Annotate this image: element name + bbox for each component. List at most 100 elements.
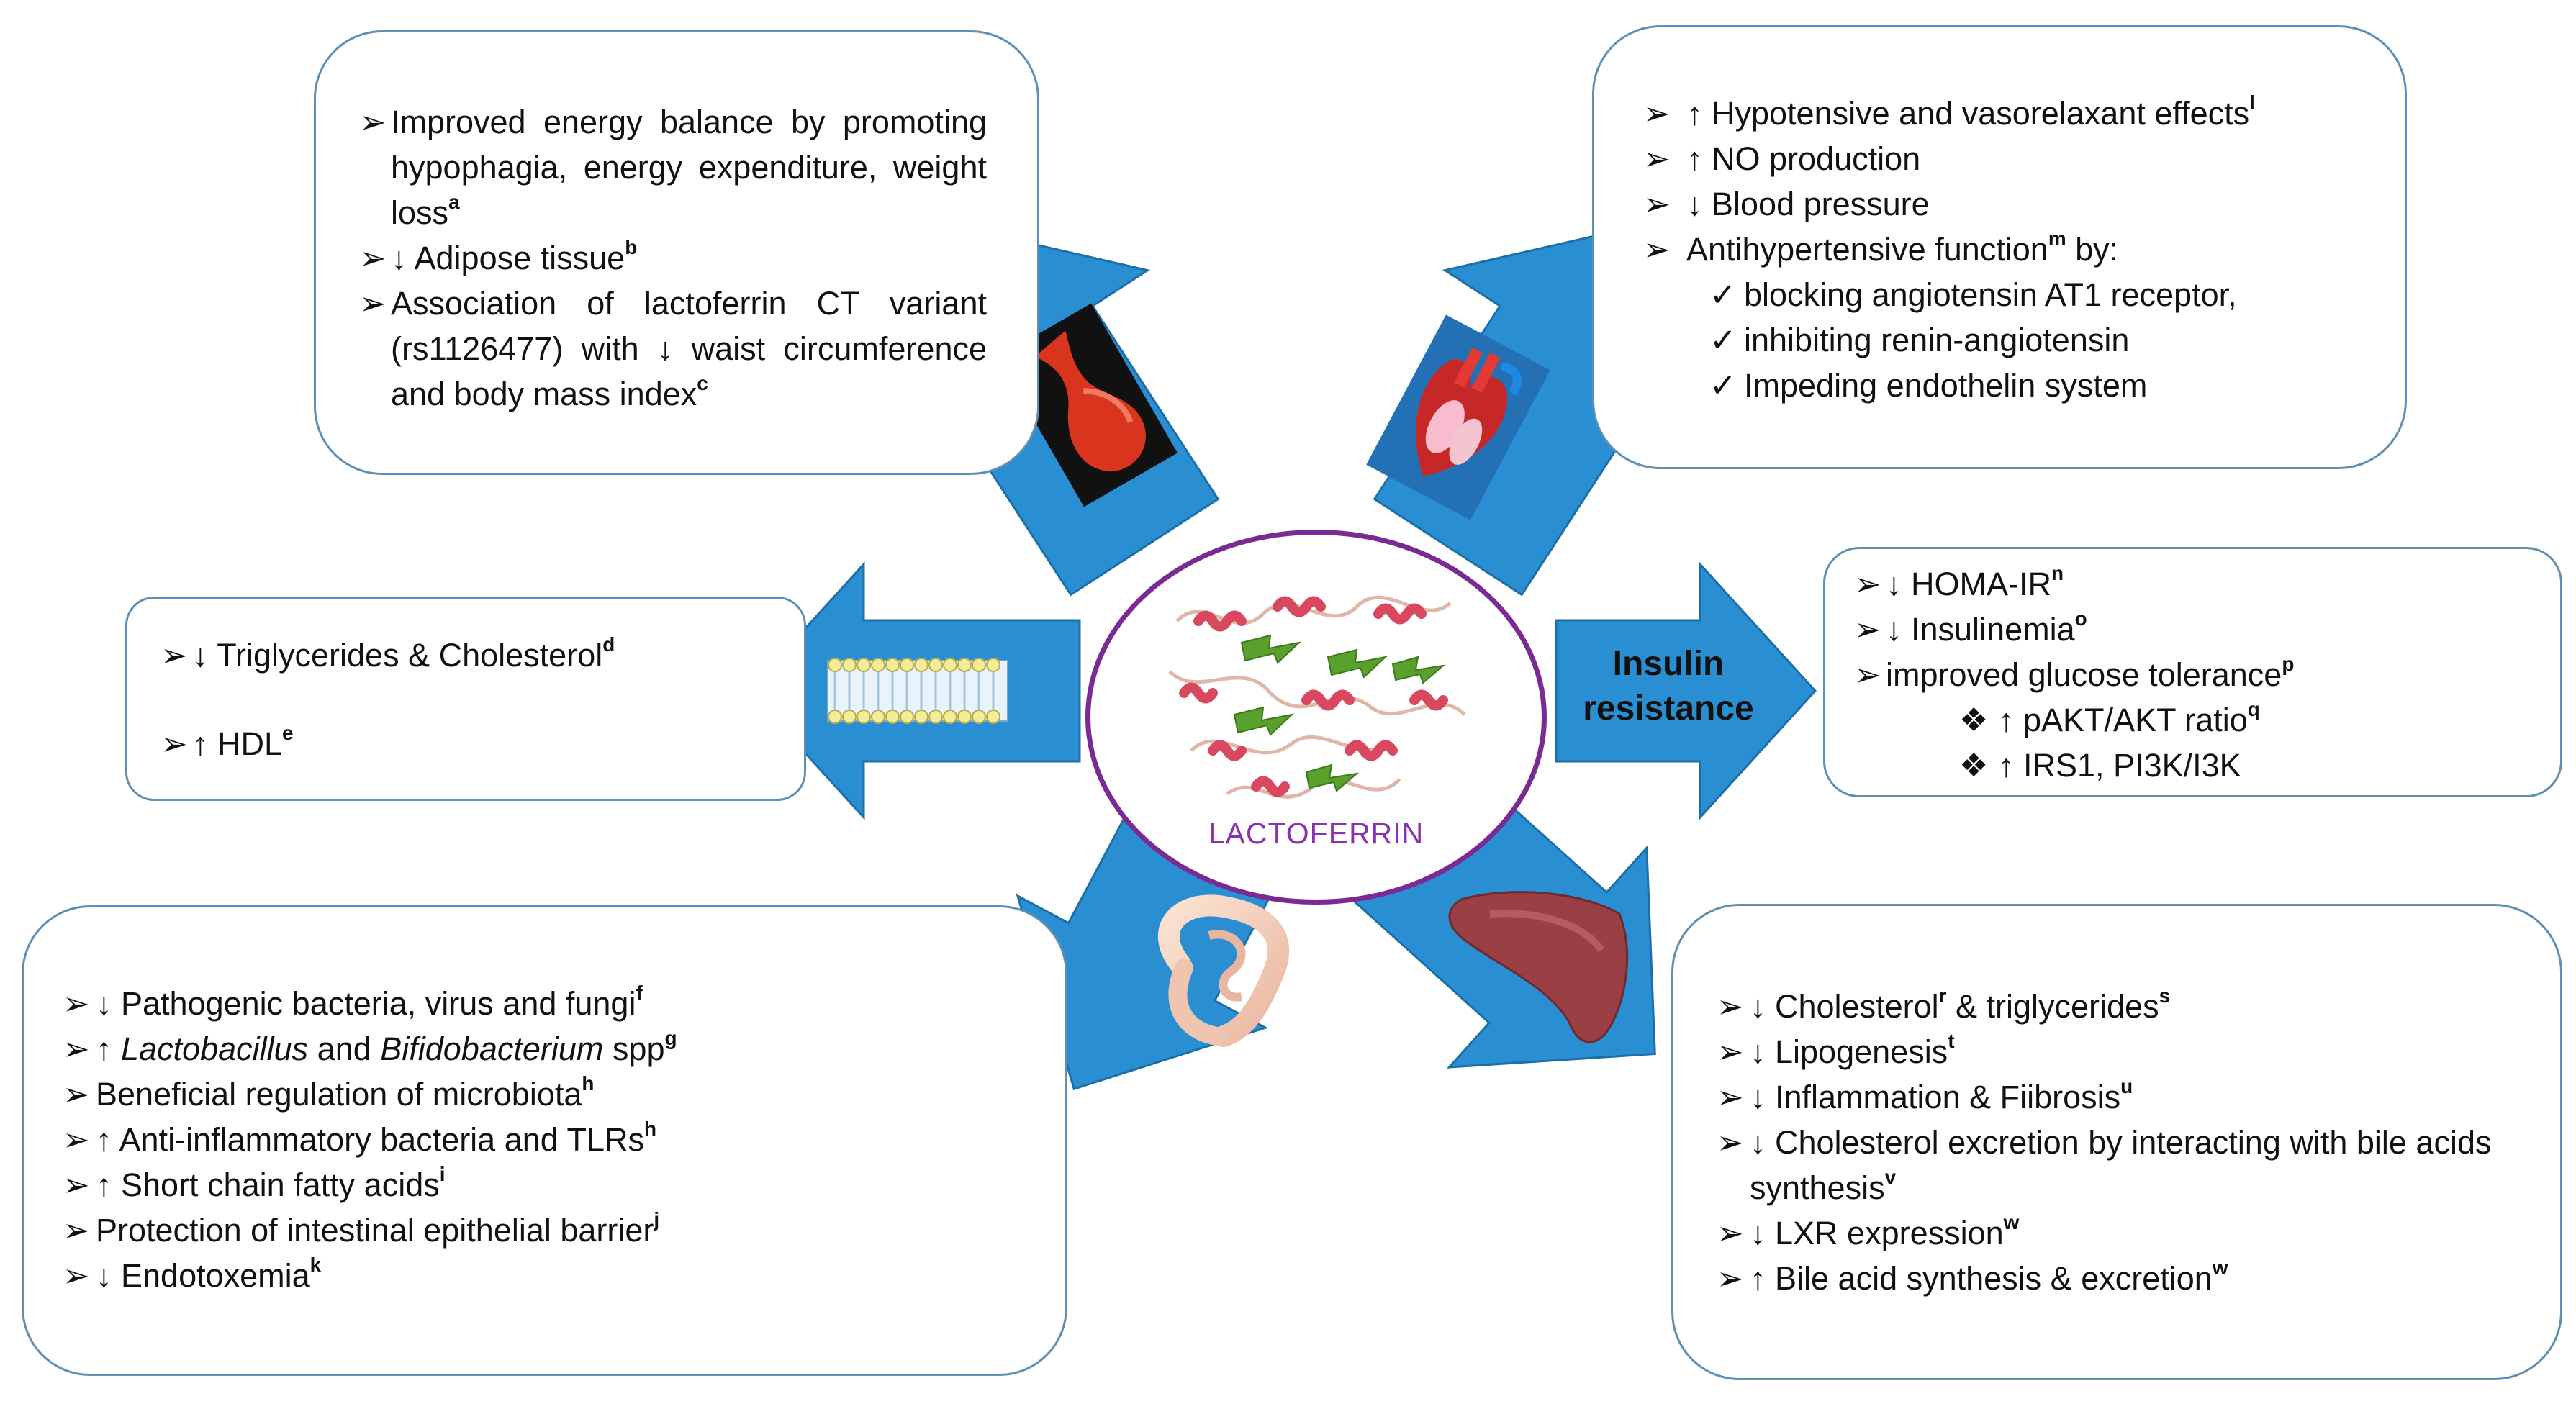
list-item: ➢↓ LXR expressionw — [1717, 1210, 2539, 1256]
item-text: ↓ Cholesterol excretion by interacting w… — [1750, 1124, 2492, 1206]
citation: w — [2003, 1211, 2020, 1234]
list-item: ➢↑ Anti-inflammatory bacteria and TLRsh — [63, 1117, 1044, 1162]
bullet-arrow-icon: ➢ — [161, 637, 188, 674]
item-text: ↑ pAKT/AKT ratio — [1998, 702, 2248, 738]
item-text: blocking angiotensin AT1 receptor, — [1744, 276, 2237, 313]
list-item: ➢Antihypertensive functionm by: — [1643, 227, 2376, 272]
list-item: ➢Association of lactoferrin CT variant (… — [359, 281, 987, 417]
bullet-arrow-icon: ➢ — [1643, 231, 1671, 268]
liver-effects-box: ➢↓ Cholesterolr & triglyceridess ➢↓ Lipo… — [1671, 904, 2562, 1380]
insulin-effects-box: ➢↓ HOMA-IRn ➢↓ Insulinemiao ➢improved gl… — [1823, 547, 2562, 797]
citation: w — [2212, 1256, 2228, 1279]
item-text: ↓ Insulinemia — [1886, 611, 2075, 648]
item-text: and — [308, 1030, 381, 1067]
bullet-arrow-icon: ➢ — [1717, 1260, 1744, 1297]
item-text: ↓ Lipogenesis — [1750, 1033, 1948, 1070]
item-text: improved glucose tolerance — [1886, 656, 2282, 693]
bullet-arrow-icon: ➢ — [63, 1030, 90, 1067]
item-text: Association of lactoferrin CT variant (r… — [391, 285, 987, 412]
citation: l — [2249, 91, 2255, 114]
item-text: Impeding endothelin system — [1744, 367, 2148, 404]
list-item: ➢ Beneficial regulation of microbiotah — [63, 1072, 1044, 1117]
citation: o — [2074, 607, 2087, 630]
bullet-arrow-icon: ➢ — [63, 1257, 90, 1294]
bullet-arrow-icon: ➢ — [1854, 566, 1881, 602]
insulin-resistance-label: Insulin resistance — [1583, 645, 1754, 728]
list-item: ➢↓ Adipose tissueb — [359, 235, 987, 281]
sub-list-item: ✓Impeding endothelin system — [1643, 363, 2376, 408]
list-item: ➢↓ Cholesterol excretion by interacting … — [1717, 1120, 2539, 1210]
bullet-arrow-icon: ➢ — [359, 104, 387, 140]
list-item: ➢↓ Inflammation & Fiibrosisu — [1717, 1074, 2539, 1120]
bullet-arrow-icon: ➢ — [63, 1076, 90, 1113]
sub-list-item: ✓inhibiting renin-angiotensin — [1643, 317, 2376, 363]
item-text: ↑ Hypotensive and vasorelaxant effects — [1686, 95, 2250, 132]
citation: j — [654, 1208, 660, 1231]
item-text: ↑ Short chain fatty acids — [96, 1166, 440, 1203]
bullet-arrow-icon: ➢ — [1717, 1079, 1744, 1115]
bullet-arrow-icon: ➢ — [1643, 95, 1671, 132]
sub-list-item: ✓blocking angiotensin AT1 receptor, — [1643, 272, 2376, 317]
list-item: ➢↓ Endotoxemiak — [63, 1253, 1044, 1298]
item-text: Beneficial regulation of microbiota — [96, 1076, 582, 1113]
bullet-arrow-icon: ➢ — [1717, 1215, 1744, 1251]
cardiovascular-effects-box: ➢ ↑ Hypotensive and vasorelaxant effectsl… — [1592, 25, 2407, 469]
check-icon: ✓ — [1709, 276, 1737, 313]
citation: i — [439, 1163, 446, 1186]
bullet-arrow-icon: ➢ — [63, 1212, 90, 1249]
lipid-bilayer-icon — [827, 658, 1008, 724]
check-icon: ✓ — [1709, 322, 1737, 358]
citation: h — [644, 1118, 657, 1141]
list-item: ➢↑ Short chain fatty acidsi — [63, 1162, 1044, 1208]
citation: t — [1948, 1030, 1955, 1053]
item-text: Antihypertensive function — [1686, 231, 2048, 268]
item-text: spp — [603, 1030, 665, 1067]
citation: r — [1938, 984, 1947, 1007]
bullet-arrow-icon: ➢ — [1643, 186, 1671, 222]
list-item: ➢↑ Lactobacillus and Bifidobacterium spp… — [63, 1026, 1044, 1072]
citation: d — [602, 633, 615, 656]
citation: a — [448, 191, 460, 214]
item-text: & triglycerides — [1946, 988, 2159, 1025]
citation: p — [2282, 653, 2295, 676]
citation: h — [582, 1072, 595, 1095]
bullet-arrow-icon: ➢ — [1717, 1124, 1744, 1161]
protein-structure-icon — [1168, 595, 1466, 799]
item-text: ↓ Cholesterol — [1750, 988, 1939, 1025]
list-item: ➢↓ Lipogenesist — [1717, 1029, 2539, 1074]
item-text: Protection of intestinal epithelial barr… — [96, 1212, 654, 1249]
citation: f — [636, 982, 643, 1005]
bullet-arrow-icon: ➢ — [63, 1121, 90, 1158]
bullet-arrow-icon: ➢ — [1717, 988, 1744, 1025]
arrow-insulin — [1555, 561, 1817, 820]
citation: c — [697, 372, 708, 395]
list-item: ➢↓ Cholesterolr & triglyceridess — [1717, 984, 2539, 1029]
bullet-arrow-icon: ➢ — [359, 285, 387, 322]
list-item: ➢ ↑ Hypotensive and vasorelaxant effectsl — [1643, 91, 2376, 136]
weight-effects-box: ➢Improved energy balance by promoting hy… — [314, 30, 1039, 475]
citation: v — [1884, 1166, 1897, 1189]
genus-name: Bifidobacterium — [380, 1030, 604, 1067]
list-item: ➢Improved energy balance by promoting hy… — [359, 99, 987, 235]
item-text: ↓ Pathogenic bacteria, virus and fungi — [96, 985, 636, 1022]
diamond-bullet-icon: ❖ — [1959, 702, 1989, 738]
list-item: ➢↓ Pathogenic bacteria, virus and fungif — [63, 981, 1044, 1026]
item-text: ↑ Bile acid synthesis & excretion — [1750, 1260, 2213, 1297]
item-text: ↑ Anti-inflammatory bacteria and TLRs — [96, 1121, 644, 1158]
list-item: ➢↑ HDLe — [161, 721, 790, 766]
item-text: ↓ Endotoxemia — [96, 1257, 310, 1294]
item-text: ↑ — [96, 1030, 122, 1067]
item-text: Improved energy balance by promoting hyp… — [391, 104, 987, 231]
check-icon: ✓ — [1709, 367, 1737, 404]
lactoferrin-label: LACTOFERRIN — [1208, 817, 1424, 850]
stomach-icon — [998, 303, 1178, 507]
citation: q — [2247, 698, 2260, 721]
heart-icon — [1366, 314, 1550, 520]
item-text: ↓ Adipose tissue — [391, 240, 625, 276]
intestine-icon — [1157, 894, 1290, 1047]
citation: e — [282, 722, 294, 745]
item-text: ↑ HDL — [192, 725, 283, 762]
list-item: ➢↓ HOMA-IRn — [1854, 561, 2546, 607]
citation: k — [309, 1254, 322, 1277]
